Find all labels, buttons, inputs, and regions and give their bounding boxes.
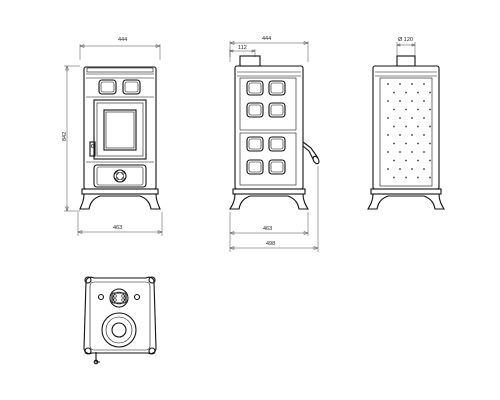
rear-view: Ø 120 [367, 37, 445, 210]
vent-hole [429, 125, 431, 128]
side-tiles-lower [246, 136, 286, 175]
vent-hole [399, 83, 401, 85]
vent-hole [393, 142, 395, 145]
side-base-width-dimension: 463 [229, 212, 309, 252]
vent-hole [417, 125, 419, 128]
front-view: 444 842 463 [62, 37, 163, 236]
front-fire-door [93, 99, 147, 160]
vent-hole [429, 108, 431, 111]
vent-hole [417, 108, 419, 111]
vent-hole [417, 159, 419, 162]
vent-hole [399, 168, 401, 170]
front-draft-rosette [113, 169, 127, 183]
vent-hole [423, 134, 425, 136]
front-height-label: 842 [62, 132, 68, 141]
vent-hole [411, 117, 413, 119]
vent-hole [411, 134, 413, 136]
vent-hole [423, 83, 425, 85]
side-base-width-label: 463 [263, 226, 272, 232]
vent-hole [393, 176, 395, 179]
rear-flue-collar [396, 55, 416, 67]
vent-hole [393, 108, 395, 111]
vent-hole [405, 176, 407, 179]
rear-flue-diameter-label: Ø 120 [398, 37, 413, 43]
vent-hole [399, 151, 401, 153]
vent-hole [387, 151, 389, 153]
side-door-handle [302, 141, 320, 165]
vent-hole [429, 142, 431, 145]
vent-hole [417, 176, 419, 179]
vent-hole [387, 100, 389, 102]
vent-hole [423, 117, 425, 119]
vent-hole [393, 91, 395, 94]
vent-hole [393, 159, 395, 162]
side-flue-collar [239, 55, 261, 67]
vent-hole [393, 125, 395, 128]
front-door-handle [89, 141, 96, 157]
front-height-dimension: 842 [62, 65, 80, 212]
front-door-glass [103, 109, 137, 151]
side-overall-depth-label: 498 [266, 241, 275, 247]
vent-hole [405, 125, 407, 128]
vent-hole [399, 134, 401, 136]
plan-view [83, 276, 157, 365]
vent-hole [411, 151, 413, 153]
vent-hole [399, 100, 401, 102]
vent-hole [417, 91, 419, 94]
vent-hole [411, 100, 413, 102]
side-top-width-dimension: 444 [229, 36, 309, 62]
side-tiles-upper [246, 80, 286, 118]
front-base-width-label: 463 [113, 225, 122, 231]
vent-hole [405, 108, 407, 111]
rear-flue-diameter-dimension: Ø 120 [396, 37, 416, 56]
vent-hole [405, 159, 407, 162]
vent-hole [429, 91, 431, 94]
plan-flue-outlet [109, 288, 129, 308]
front-top-width-label: 444 [118, 37, 127, 43]
vent-hole [411, 83, 413, 85]
front-top-width-dimension: 444 [79, 37, 161, 60]
vent-hole [417, 142, 419, 145]
vent-hole [411, 168, 413, 170]
vent-hole [387, 117, 389, 119]
front-base-width-dimension: 463 [77, 212, 163, 236]
vent-hole [423, 168, 425, 170]
vent-hole [405, 91, 407, 94]
vent-hole [387, 83, 389, 85]
vent-hole [423, 151, 425, 153]
vent-hole [405, 142, 407, 145]
side-view: 444 112 [229, 36, 320, 252]
vent-hole [429, 176, 431, 179]
side-flue-offset-dimension: 112 [229, 45, 256, 57]
front-ash-drawer [93, 164, 147, 188]
rear-panel-vent-holes [387, 83, 431, 179]
side-top-width-label: 444 [262, 36, 271, 42]
vent-hole [429, 159, 431, 162]
plan-hob-plate [101, 312, 137, 348]
front-top-tile-right [122, 79, 141, 95]
vent-hole [423, 100, 425, 102]
side-overall-depth-dimension: 498 [229, 166, 319, 252]
vent-hole [387, 134, 389, 136]
vent-hole [399, 117, 401, 119]
front-top-tile-left [98, 79, 117, 95]
vent-hole [387, 168, 389, 170]
side-flue-offset-label: 112 [238, 45, 247, 51]
